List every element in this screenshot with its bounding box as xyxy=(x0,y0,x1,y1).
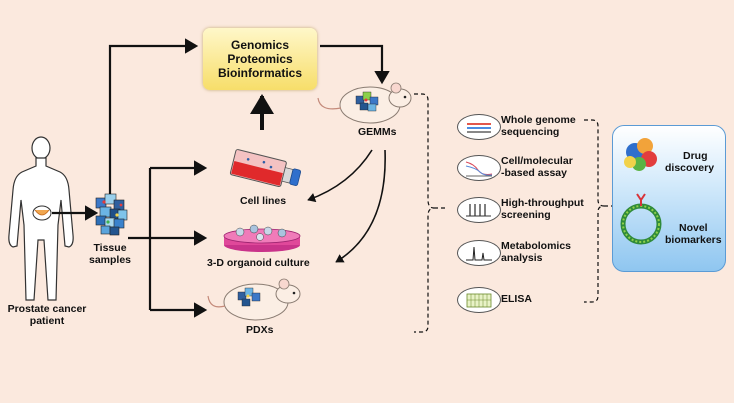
tissue-label-line1: Tissue xyxy=(93,242,127,254)
outcome-artwork xyxy=(620,138,662,245)
patient-label: Prostate cancer patient xyxy=(4,303,90,327)
assay-label-4-line2: analysis xyxy=(501,252,543,264)
arrow-gemms-to-cell-lines xyxy=(307,149,373,203)
novel-biomarkers-label: Novel biomarkers xyxy=(665,222,722,246)
drug-molecule-icon xyxy=(624,138,657,171)
spectrum-icon xyxy=(457,240,501,266)
assay-label-3-line1: High-throughput xyxy=(501,197,584,209)
assay-label-1: Whole genome sequencing xyxy=(501,114,576,138)
omics-bioinformatics: Bioinformatics xyxy=(217,66,302,80)
assay-label-3: High-throughput screening xyxy=(501,197,584,221)
sequencing-icon xyxy=(457,114,501,140)
bio-label-line1: Novel xyxy=(679,222,708,234)
omics-genomics: Genomics xyxy=(230,38,290,52)
screening-icon xyxy=(457,197,501,223)
assay-label-4-line1: Metabolomics xyxy=(501,240,572,252)
drug-label-line2: discovery xyxy=(665,162,715,174)
omics-box: Genomics Proteomics Bioinformatics xyxy=(203,28,317,90)
arrow-tissue-to-omics xyxy=(108,38,199,194)
bracket-models xyxy=(414,93,435,333)
tissue-sample-icon xyxy=(95,193,128,236)
assay-label-4: Metabolomics analysis xyxy=(501,240,571,264)
patient-silhouette-icon xyxy=(8,136,74,301)
cell-culture-flask-icon xyxy=(229,149,302,188)
pdx-mouse-icon xyxy=(207,278,301,321)
bracket-assays xyxy=(584,119,605,303)
pdxs-label: PDXs xyxy=(246,324,274,336)
gemms-label: GEMMs xyxy=(358,126,397,138)
biomarker-ring-icon xyxy=(620,193,662,245)
assay-label-2-line2: -based assay xyxy=(501,167,567,179)
assay-plot-icon xyxy=(457,155,501,181)
organoid-dish-icon xyxy=(223,224,301,252)
assay-label-2: Cell/molecular -based assay xyxy=(501,155,573,179)
bio-label-line2: biomarkers xyxy=(665,234,722,246)
drug-discovery-label: Drug discovery xyxy=(665,150,714,174)
outcome-box xyxy=(612,125,726,272)
patient-label-line1: Prostate cancer xyxy=(7,303,87,315)
tissue-label: Tissue samples xyxy=(88,242,132,266)
assay-label-1-line2: sequencing xyxy=(501,126,560,138)
assay-label-2-line1: Cell/molecular xyxy=(501,155,573,167)
patient-label-line2: patient xyxy=(29,315,65,327)
tissue-label-line2: samples xyxy=(88,254,132,266)
drug-label-line1: Drug xyxy=(683,150,708,162)
assay-label-5: ELISA xyxy=(501,293,532,305)
prostate-highlight-icon xyxy=(32,205,52,221)
arrow-gemms-to-organoid xyxy=(335,149,386,263)
omics-proteomics: Proteomics xyxy=(227,52,293,66)
organoid-label: 3-D organoid culture xyxy=(207,257,310,269)
cell-lines-label: Cell lines xyxy=(240,195,287,207)
assay-label-1-line1: Whole genome xyxy=(501,114,576,126)
assay-label-3-line2: screening xyxy=(501,209,551,221)
arrow-omics-to-gemms xyxy=(320,44,390,85)
elisa-plate-icon xyxy=(457,287,501,313)
gemm-mouse-icon xyxy=(317,82,412,124)
